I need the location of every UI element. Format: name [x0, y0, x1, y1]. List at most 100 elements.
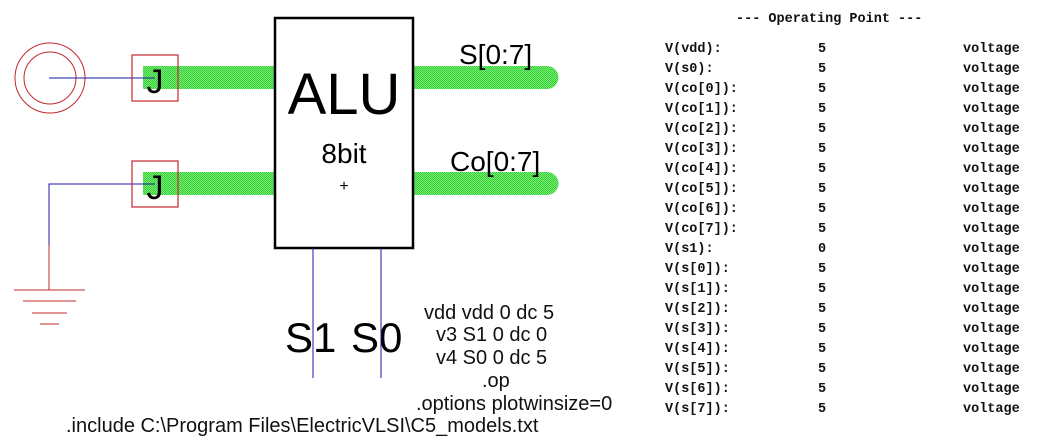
op-row: V(co[7]): 5 voltage	[665, 222, 1057, 242]
ground-wire[interactable]	[48, 183, 155, 245]
op-row: V(s1): 0 voltage	[665, 242, 1057, 262]
op-value: 5	[818, 302, 827, 317]
sum-bus-label: S[0:7]	[459, 39, 532, 70]
op-node-name: V(s[4]):	[665, 342, 730, 357]
netlist-line: v3 S1 0 dc 0	[436, 324, 548, 346]
op-node-name: V(co[0]):	[665, 82, 738, 97]
op-unit: voltage	[963, 282, 1020, 297]
netlist-line: v4 S0 0 dc 5	[436, 347, 548, 369]
op-row: V(co[2]): 5 voltage	[665, 122, 1057, 142]
netlist-line: .options plotwinsize=0	[416, 393, 613, 415]
export-pin-bottom[interactable]: J	[131, 160, 179, 208]
op-unit: voltage	[963, 242, 1020, 257]
alu-title: ALU	[288, 62, 401, 127]
op-node-name: V(s0):	[665, 62, 714, 77]
op-row: V(s[2]): 5 voltage	[665, 302, 1057, 322]
op-value: 5	[818, 202, 827, 217]
op-row: V(co[1]): 5 voltage	[665, 102, 1057, 122]
export-glyph-top: J	[147, 63, 164, 101]
op-row: V(s[6]): 5 voltage	[665, 382, 1057, 402]
carry-bus-label: Co[0:7]	[450, 146, 540, 177]
op-node-name: V(co[5]):	[665, 182, 738, 197]
op-unit: voltage	[963, 302, 1020, 317]
op-value: 5	[818, 102, 827, 117]
op-value: 5	[818, 382, 827, 397]
op-row: V(co[5]): 5 voltage	[665, 182, 1057, 202]
op-value: 5	[818, 322, 827, 337]
op-node-name: V(co[4]):	[665, 162, 738, 177]
op-value: 5	[818, 402, 827, 417]
op-node-name: V(vdd):	[665, 42, 722, 57]
op-value: 0	[818, 242, 827, 257]
op-row: V(s[7]): 5 voltage	[665, 402, 1057, 422]
op-node-name: V(s[7]):	[665, 402, 730, 417]
op-value: 5	[818, 342, 827, 357]
op-node-name: V(s1):	[665, 242, 714, 257]
op-row: V(s0): 5 voltage	[665, 62, 1057, 82]
op-value: 5	[818, 222, 827, 237]
sum-bus[interactable]	[413, 66, 559, 89]
op-row: V(s[4]): 5 voltage	[665, 342, 1057, 362]
op-node-name: V(s[5]):	[665, 362, 730, 377]
op-row: V(co[0]): 5 voltage	[665, 82, 1057, 102]
op-unit: voltage	[963, 182, 1020, 197]
op-row: V(co[6]): 5 voltage	[665, 202, 1057, 222]
op-unit: voltage	[963, 62, 1020, 77]
alu-subtitle: 8bit	[321, 138, 366, 169]
op-unit: voltage	[963, 382, 1020, 397]
s0-label: S0	[351, 314, 402, 361]
netlist-line: .include C:\Program Files\ElectricVLSI\C…	[66, 415, 539, 437]
input-bus-top[interactable]	[143, 66, 275, 89]
op-row: V(co[4]): 5 voltage	[665, 162, 1057, 182]
op-unit: voltage	[963, 402, 1020, 417]
op-node-name: V(co[2]):	[665, 122, 738, 137]
op-node-name: V(co[3]):	[665, 142, 738, 157]
input-bus-bottom[interactable]	[143, 172, 275, 195]
op-unit: voltage	[963, 42, 1020, 57]
op-unit: voltage	[963, 202, 1020, 217]
op-node-name: V(co[7]):	[665, 222, 738, 237]
spice-netlist: vdd vdd 0 dc 5 v3 S1 0 dc 0 v4 S0 0 dc 5…	[66, 303, 613, 437]
op-node-name: V(s[0]):	[665, 262, 730, 277]
op-row: V(s[5]): 5 voltage	[665, 362, 1057, 382]
export-glyph-bottom: J	[147, 169, 164, 207]
op-unit: voltage	[963, 342, 1020, 357]
s1-label: S1	[285, 314, 336, 361]
op-row: V(s[3]): 5 voltage	[665, 322, 1057, 342]
netlist-line: .op	[482, 370, 510, 392]
op-unit: voltage	[963, 162, 1020, 177]
op-value: 5	[818, 182, 827, 197]
schematic-canvas[interactable]: J J ALU 8bit + S[0:7] Co[0:7] S1 S0	[0, 0, 640, 445]
op-value: 5	[818, 42, 827, 57]
op-node-name: V(s[3]):	[665, 322, 730, 337]
op-unit: voltage	[963, 322, 1020, 337]
op-value: 5	[818, 62, 827, 77]
op-node-name: V(s[2]):	[665, 302, 730, 317]
carry-bus[interactable]	[413, 172, 559, 195]
operating-point-title: --- Operating Point ---	[736, 12, 923, 27]
alu-center-mark: +	[339, 178, 348, 195]
op-value: 5	[818, 262, 827, 277]
op-value: 5	[818, 82, 827, 97]
op-unit: voltage	[963, 142, 1020, 157]
op-unit: voltage	[963, 82, 1020, 97]
export-pin-top[interactable]: J	[131, 54, 179, 102]
op-unit: voltage	[963, 122, 1020, 137]
op-value: 5	[818, 162, 827, 177]
ground-icon[interactable]	[14, 245, 85, 325]
op-node-name: V(co[6]):	[665, 202, 738, 217]
op-value: 5	[818, 142, 827, 157]
op-unit: voltage	[963, 222, 1020, 237]
op-node-name: V(co[1]):	[665, 102, 738, 117]
op-unit: voltage	[963, 102, 1020, 117]
op-node-name: V(s[6]):	[665, 382, 730, 397]
op-value: 5	[818, 122, 827, 137]
op-row: V(vdd): 5 voltage	[665, 42, 1057, 62]
op-value: 5	[818, 362, 827, 377]
op-unit: voltage	[963, 362, 1020, 377]
alu-block[interactable]	[273, 16, 415, 250]
op-row: V(co[3]): 5 voltage	[665, 142, 1057, 162]
op-node-name: V(s[1]):	[665, 282, 730, 297]
